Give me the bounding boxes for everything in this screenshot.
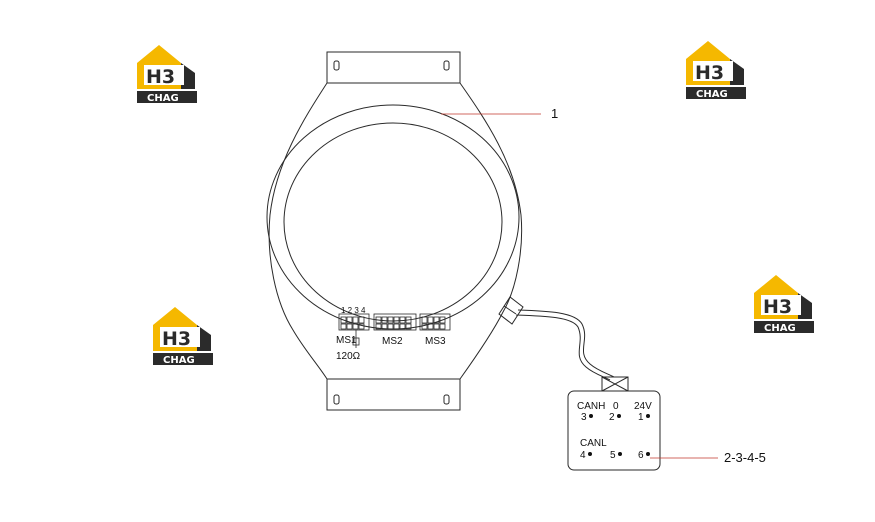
connector-pin-5: 5 bbox=[610, 450, 616, 461]
connector-canl-label: CANL bbox=[580, 438, 607, 449]
bottom-bracket-hole-right bbox=[443, 394, 450, 405]
watermark-logo bbox=[137, 45, 197, 104]
ms2-label: MS2 bbox=[382, 336, 403, 347]
connector-pin-dot bbox=[588, 452, 592, 456]
terminal-strip-ms2 bbox=[373, 313, 417, 331]
resistor-body bbox=[352, 337, 360, 346]
connector-pin-4: 4 bbox=[580, 450, 586, 461]
watermark-logo bbox=[754, 275, 814, 334]
ms1-pins bbox=[340, 316, 365, 330]
ms3-label: MS3 bbox=[425, 336, 446, 347]
watermark-logo bbox=[153, 307, 213, 366]
housing bbox=[266, 51, 523, 411]
ms2-pins bbox=[375, 316, 412, 330]
top-bracket-hole-right bbox=[443, 60, 450, 71]
pin-numbers-label: 1 2 3 4 bbox=[341, 306, 366, 315]
resistor-label: 120Ω bbox=[336, 351, 361, 362]
cable-gland bbox=[498, 296, 524, 325]
watermark-logo bbox=[686, 41, 746, 100]
connector-pin-dot bbox=[646, 414, 650, 418]
housing-right-wall bbox=[459, 82, 523, 380]
connector-canh-label: CANH bbox=[577, 401, 605, 412]
bottom-bracket bbox=[326, 378, 461, 411]
callout-1: 1 bbox=[551, 106, 558, 121]
housing-left-wall bbox=[268, 82, 328, 380]
connector-pin-6: 6 bbox=[638, 450, 644, 461]
callout-2-3-4-5: 2-3-4-5 bbox=[724, 450, 766, 465]
terminal-strip-ms3 bbox=[419, 313, 451, 331]
terminal-board bbox=[338, 313, 451, 348]
cable-wire-lower bbox=[515, 314, 611, 381]
top-bracket-hole-left bbox=[333, 60, 340, 71]
cable-wire-upper bbox=[517, 309, 615, 378]
connector-pin-dot bbox=[617, 414, 621, 418]
connector-face bbox=[567, 390, 661, 471]
bottom-bracket-hole-left bbox=[333, 394, 340, 405]
ring-outer bbox=[266, 104, 520, 330]
ring-inner bbox=[283, 122, 503, 322]
connector-pin-dot bbox=[646, 452, 650, 456]
connector-pin-dot bbox=[618, 452, 622, 456]
connector-zero-label: 0 bbox=[613, 401, 619, 412]
connector-pin-3: 3 bbox=[581, 412, 587, 423]
top-bracket bbox=[326, 51, 461, 84]
connector-24v-label: 24V bbox=[634, 401, 652, 412]
connector-pin-2: 2 bbox=[609, 412, 615, 423]
terminal-strip-ms1 bbox=[338, 313, 370, 331]
ms1-label: MS1 bbox=[336, 335, 357, 346]
connector-pin-dot bbox=[589, 414, 593, 418]
ms3-pins bbox=[421, 316, 446, 330]
connector-pin-1: 1 bbox=[638, 412, 644, 423]
cable-gland-ridge bbox=[503, 305, 517, 315]
cable-assembly bbox=[498, 296, 661, 471]
